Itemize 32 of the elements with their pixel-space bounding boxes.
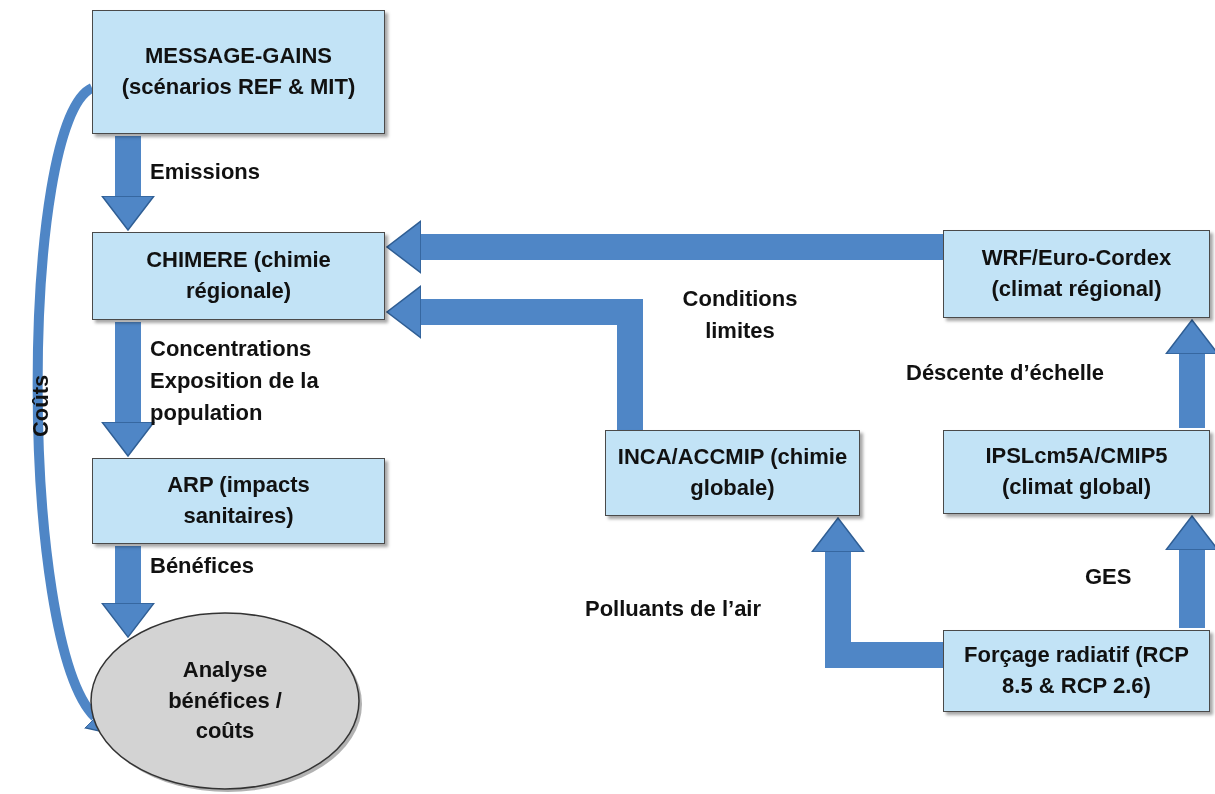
process-box	[92, 232, 385, 320]
edge-label: Polluants de l’air	[585, 595, 762, 623]
edge-label: Déscente d’échelle	[906, 359, 1105, 387]
process-box	[943, 430, 1210, 514]
node-label: INCA/ACCMIP (chimie globale)	[616, 443, 849, 502]
node-label: Analyse bénéfices / coûts	[167, 655, 283, 746]
edge-label: Bénéfices	[150, 552, 254, 580]
edge-label: Emissions	[150, 158, 261, 186]
node-label: MESSAGE-GAINS (scénarios REF & MIT)	[120, 42, 357, 101]
block-arrow	[386, 285, 643, 430]
process-box	[92, 458, 385, 544]
ellipse-node	[90, 612, 360, 790]
block-arrow	[101, 322, 155, 457]
process-box	[943, 230, 1210, 318]
node-label: CHIMERE (chimie régionale)	[145, 246, 332, 305]
process-box	[92, 10, 385, 134]
block-arrow	[101, 136, 155, 231]
block-arrow	[1165, 319, 1215, 428]
block-arrow	[1165, 515, 1215, 628]
block-arrow	[386, 220, 943, 274]
block-arrow	[101, 546, 155, 638]
node-label: ARP (impacts sanitaires)	[166, 471, 311, 530]
node-label: Forçage radiatif (RCP 8.5 & RCP 2.6)	[963, 641, 1190, 700]
edge-label: Conditions limites	[681, 285, 799, 345]
node-label: IPSLcm5A/CMIP5 (climat global)	[984, 442, 1169, 501]
edge-label: Concentrations Exposition de la population	[150, 335, 320, 427]
process-box	[605, 430, 860, 516]
edge-label: Coûts	[27, 374, 55, 438]
block-arrow	[811, 517, 943, 668]
node-label: WRF/Euro-Cordex (climat régional)	[980, 244, 1173, 303]
process-box	[943, 630, 1210, 712]
edge-label: GES	[1085, 563, 1132, 591]
